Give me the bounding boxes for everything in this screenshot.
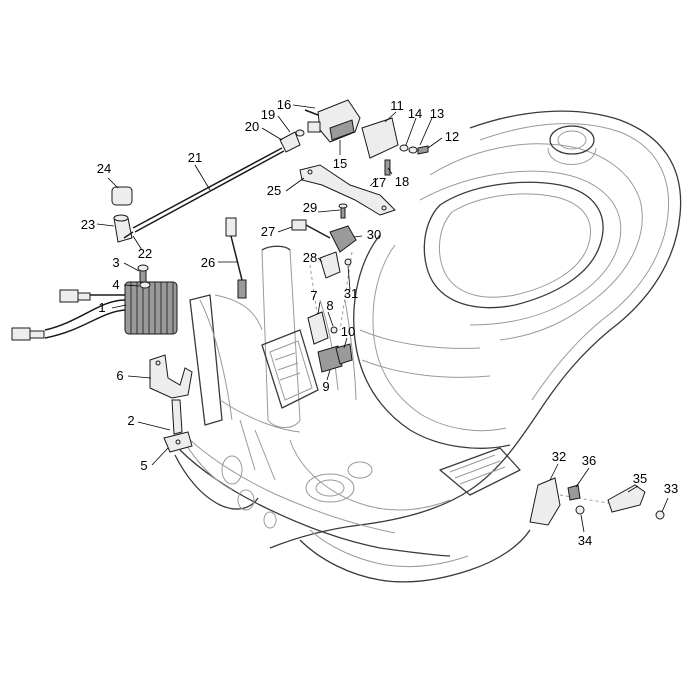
leader-lines — [96, 104, 669, 533]
callout-17: 17 — [372, 175, 386, 190]
callout-8: 8 — [326, 298, 333, 313]
callout-12: 12 — [445, 129, 459, 144]
callout-7: 7 — [310, 288, 317, 303]
part-32-36-34-35-33-rear-bracket — [529, 477, 665, 526]
callout-22: 22 — [138, 246, 152, 261]
callout-6: 6 — [116, 368, 123, 383]
callout-36: 36 — [582, 453, 596, 468]
callout-14: 14 — [408, 106, 422, 121]
callout-29: 29 — [303, 200, 317, 215]
callout-23: 23 — [81, 217, 95, 232]
part-20-19-cable-end — [279, 129, 305, 153]
part-7-8-9-10-clamps — [307, 311, 353, 373]
callout-32: 32 — [552, 449, 566, 464]
scooter-frame — [174, 110, 682, 583]
part-3-4-screw-washer — [137, 264, 151, 289]
part-27-29-30-31-28-sensor — [291, 203, 357, 279]
callout-26: 26 — [201, 255, 215, 270]
callout-11: 11 — [390, 98, 404, 113]
callout-4: 4 — [112, 277, 119, 292]
callout-30: 30 — [367, 227, 381, 242]
callout-19: 19 — [261, 107, 275, 122]
part-26-cable-sensor — [225, 217, 247, 299]
part-24-23-22-bushing — [111, 186, 134, 243]
callout-15: 15 — [333, 156, 347, 171]
callout-13: 13 — [430, 106, 444, 121]
callout-31: 31 — [344, 286, 358, 301]
part-11-14-13-12-cover-fasteners — [361, 117, 429, 159]
callout-2: 2 — [127, 413, 134, 428]
callout-25: 25 — [267, 183, 281, 198]
part-6-bracket — [149, 354, 193, 399]
callout-35: 35 — [633, 471, 647, 486]
callout-9: 9 — [322, 379, 329, 394]
callout-24: 24 — [97, 161, 111, 176]
callout-3: 3 — [112, 255, 119, 270]
part-16-15-actuator — [304, 99, 361, 143]
callout-33: 33 — [664, 481, 678, 496]
callout-20: 20 — [245, 119, 259, 134]
part-2-5-bracket-plate — [163, 399, 193, 453]
part-1-voltage-regulator — [11, 281, 178, 341]
callout-10: 10 — [341, 324, 355, 339]
part-21-cable — [132, 147, 285, 233]
callout-34: 34 — [578, 533, 592, 548]
callout-28: 28 — [303, 250, 317, 265]
part-25-17-18-bracket — [299, 159, 396, 216]
callout-21: 21 — [188, 150, 202, 165]
callout-16: 16 — [277, 97, 291, 112]
callout-1: 1 — [98, 300, 105, 315]
callout-labels: 1 2 3 4 5 6 7 8 9 10 11 12 13 14 15 16 1… — [81, 97, 678, 548]
callout-18: 18 — [395, 174, 409, 189]
callout-5: 5 — [140, 458, 147, 473]
callout-27: 27 — [261, 224, 275, 239]
